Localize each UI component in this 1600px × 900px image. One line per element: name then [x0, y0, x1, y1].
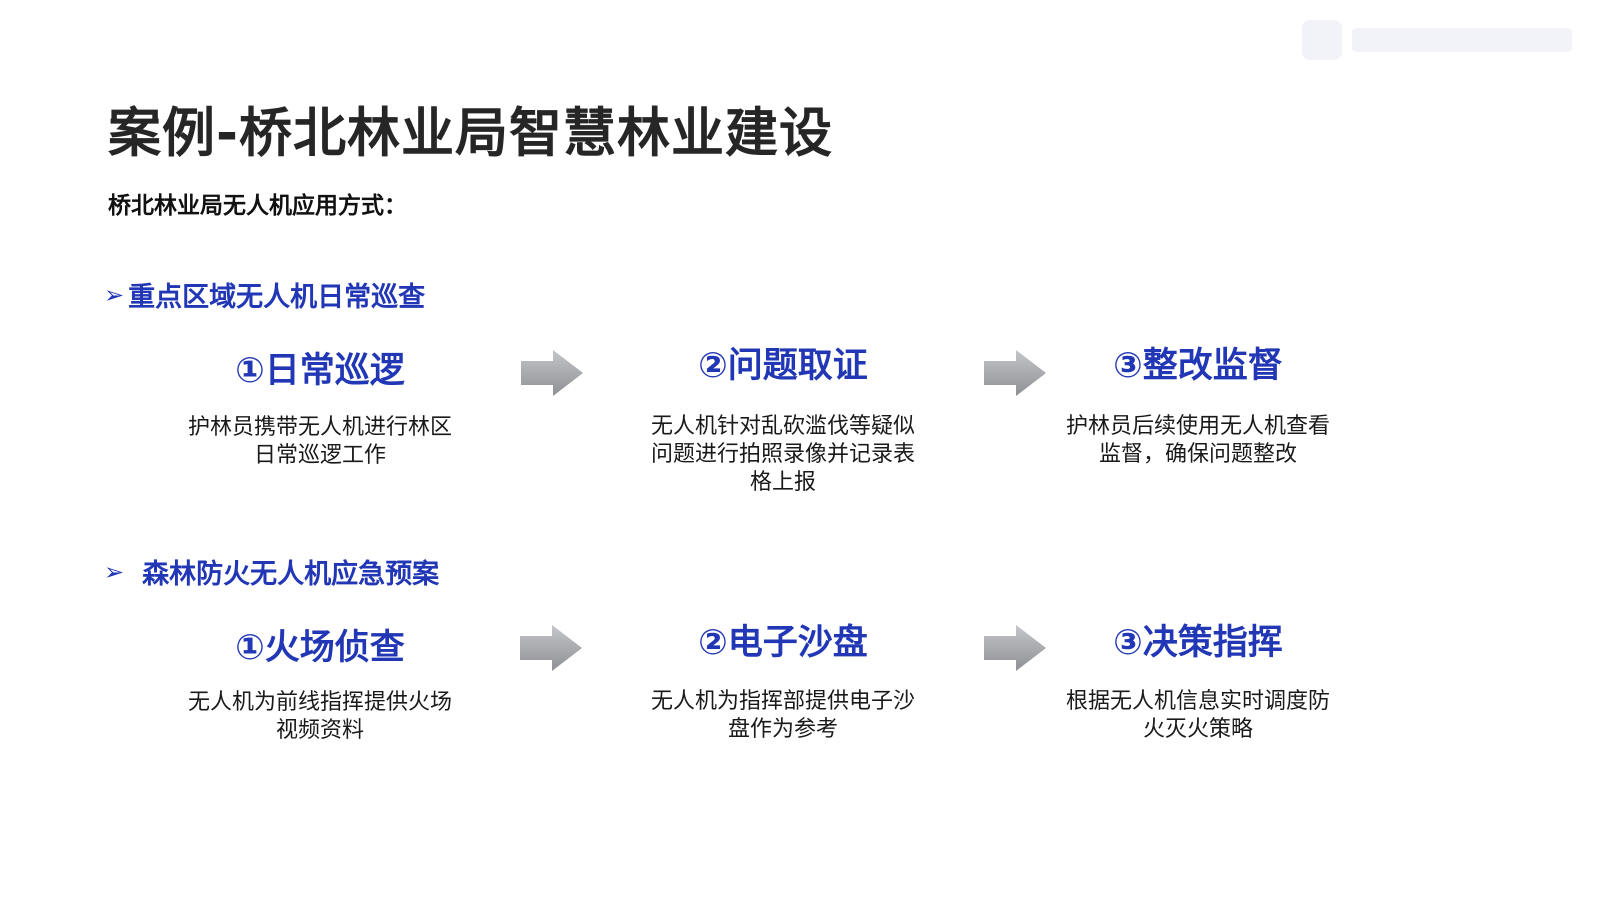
step-evidence: ②问题取证 无人机针对乱砍滥伐等疑似问题进行拍照录像并记录表格上报 [623, 345, 943, 497]
section-heading-label: 重点区域无人机日常巡查 [128, 282, 426, 313]
step-supervision: ③整改监督 护林员后续使用无人机查看监督，确保问题整改 [1038, 345, 1358, 469]
step-title: ①日常巡逻 [235, 351, 405, 391]
step-description: 无人机针对乱砍滥伐等疑似问题进行拍照录像并记录表格上报 [650, 414, 915, 495]
step-description: 护林员携带无人机进行林区日常巡逻工作 [187, 415, 452, 468]
section-heading-label: 森林防火无人机应急预案 [142, 559, 440, 590]
step-title: ③整改监督 [1113, 346, 1283, 386]
step-description: 护林员后续使用无人机查看监督，确保问题整改 [1065, 414, 1330, 467]
right-arrow-icon [521, 350, 583, 396]
step-sand-table: ②电子沙盘 无人机为指挥部提供电子沙盘作为参考 [623, 622, 943, 744]
step-command: ③决策指挥 根据无人机信息实时调度防火灭火策略 [1038, 622, 1358, 744]
step-fire-recon: ①火场侦查 无人机为前线指挥提供火场视频资料 [160, 627, 480, 745]
page-subtitle: 桥北林业局无人机应用方式： [108, 193, 407, 219]
step-description: 无人机为前线指挥提供火场视频资料 [187, 690, 452, 743]
step-title: ③决策指挥 [1113, 623, 1283, 663]
brand-logo-watermark [1302, 20, 1572, 60]
right-arrow-icon [984, 625, 1046, 671]
arrowhead-bullet-icon: ➢ [104, 280, 125, 309]
step-title: ②问题取证 [698, 346, 868, 386]
step-daily-patrol: ①日常巡逻 护林员携带无人机进行林区日常巡逻工作 [160, 350, 480, 470]
step-description: 根据无人机信息实时调度防火灭火策略 [1065, 689, 1330, 742]
step-title: ②电子沙盘 [698, 623, 868, 663]
right-arrow-icon [984, 350, 1046, 396]
right-arrow-icon [520, 625, 582, 671]
arrowhead-bullet-icon: ➢ [104, 557, 125, 586]
step-title: ①火场侦查 [235, 628, 405, 668]
step-description: 无人机为指挥部提供电子沙盘作为参考 [650, 689, 915, 742]
page-title: 案例-桥北林业局智慧林业建设 [108, 103, 833, 164]
section-heading-patrol: ➢ 重点区域无人机日常巡查 [104, 275, 425, 314]
section-heading-fire: ➢ 森林防火无人机应急预案 [104, 552, 439, 591]
